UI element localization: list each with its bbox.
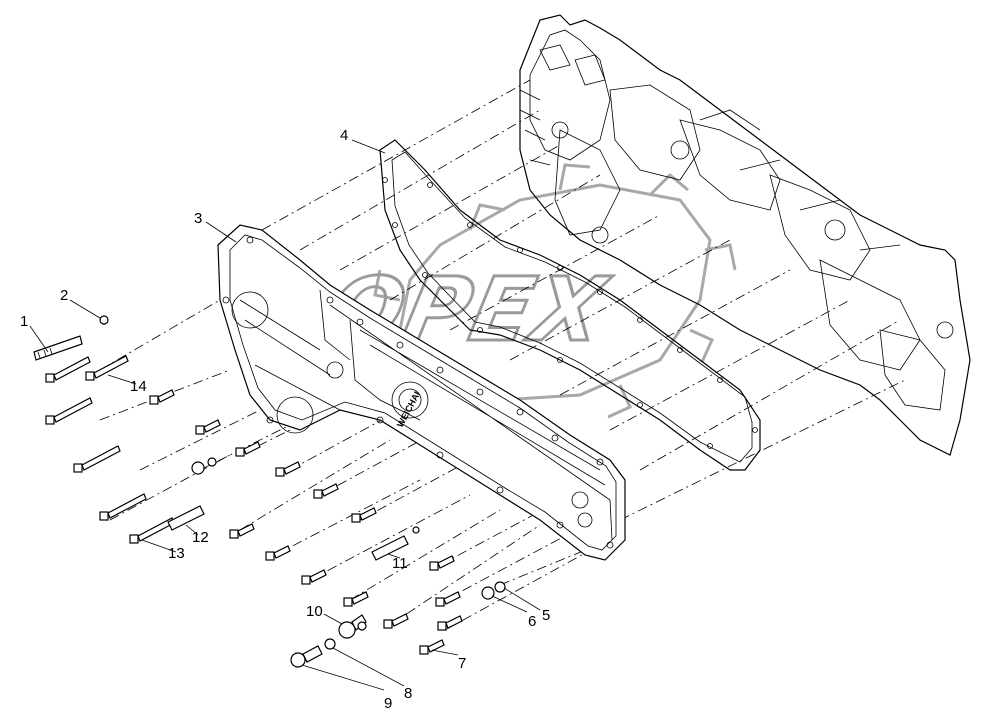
short-hex-bolt [343,591,369,607]
washer [207,457,217,467]
callout-7: 7 [458,655,466,672]
short-hex-bolt [149,389,175,405]
short-hex-bolt [265,545,291,561]
long-bolts [33,335,420,561]
short-hex-bolt [235,441,261,457]
short-hex-bolt [429,555,455,571]
short-hex-bolt [301,569,327,585]
dowel-pin-part-11 [371,526,420,561]
short-bolts [149,389,463,655]
cover-bolt-holes [222,236,614,549]
short-hex-bolt [229,523,255,539]
short-hex-bolt [435,591,461,607]
hex-bolt [85,355,129,381]
short-hex-bolt [351,507,377,523]
callout-11: 11 [392,555,408,572]
side-cover: WEICHAI [217,224,626,561]
plug-part-5 [481,586,495,600]
callout-8: 8 [404,685,412,702]
callout-14: 14 [130,378,147,395]
short-hex-bolt [275,461,301,477]
callout-4: 4 [340,127,348,144]
callout-3: 3 [194,210,202,227]
short-hex-bolt [195,419,221,435]
washer-part-2 [99,315,109,325]
banjo-bolt-part-9 [290,645,323,668]
gasket [379,139,761,471]
callout-10: 10 [306,603,323,620]
short-hex-bolt [437,615,463,631]
hex-bolt [45,397,93,425]
callout-12: 12 [192,529,209,546]
short-hex-bolt [383,613,409,629]
callout-9: 9 [384,695,392,712]
washer-part-6 [494,581,506,593]
hex-bolt [99,493,147,521]
callout-leaders [29,139,541,691]
callout-2: 2 [60,287,68,304]
hex-bolt [45,356,91,383]
sealing-washer-part-8 [324,638,336,650]
short-hex-bolt [313,483,339,499]
plug [191,461,205,475]
hex-bolt [73,445,121,473]
banjo-fitting-part-10 [338,614,367,639]
short-hex-bolt-part-7 [419,639,445,655]
callout-13: 13 [168,545,185,562]
callout-5: 5 [542,607,550,624]
callout-6: 6 [528,613,536,630]
plugs-and-washers [99,315,506,668]
dowel-pin-part-12 [167,505,205,531]
callout-labels: 1 2 3 4 5 6 7 8 9 10 11 12 13 14 [20,127,550,712]
callout-1: 1 [20,313,28,330]
guide-stud-part-1 [33,335,83,361]
engine-block [519,14,971,456]
